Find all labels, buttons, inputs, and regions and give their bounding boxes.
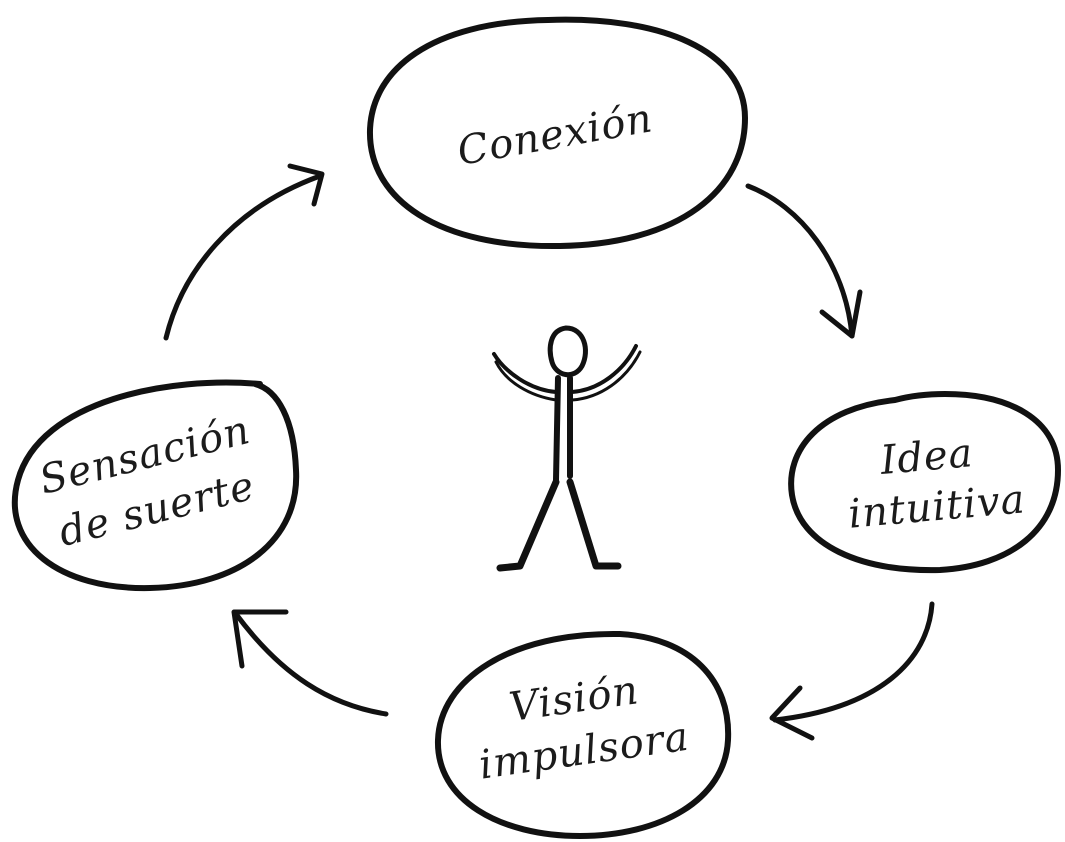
figure-head [547,325,588,378]
figure-left-leg [496,478,560,572]
arrow-suerte-to-conexion [163,163,325,341]
node-vision-ellipse [434,630,732,839]
node-vision-impulsora: Visión impulsora [434,630,732,839]
figure-right-arm [570,344,638,394]
node-idea-intuitiva: Idea intuitiva [788,391,1061,574]
node-vision-line2: impulsora [476,714,692,789]
node-conexion: Conexión [366,16,748,250]
figure-torso [553,375,561,483]
node-vision-line1: Visión [507,667,642,731]
node-idea-line2: intuitiva [846,476,1027,537]
node-suerte-ellipse [11,379,300,592]
stick-figure-icon [492,325,642,572]
node-idea-line1: Idea [878,430,976,484]
node-conexion-ellipse [366,16,748,250]
figure-right-leg [566,478,622,570]
node-conexion-label: Conexión [454,95,656,175]
arrow-conexion-to-idea [745,183,863,339]
node-sensacion-de-suerte: Sensación de suerte [11,379,300,592]
node-idea-ellipse [788,391,1061,574]
figure-left-arm-outline [494,360,558,402]
arrow-idea-to-vision [769,601,935,741]
figure-left-arm [492,352,558,394]
figure-right-arm-outline [570,350,642,402]
arrow-vision-to-suerte [231,609,389,717]
